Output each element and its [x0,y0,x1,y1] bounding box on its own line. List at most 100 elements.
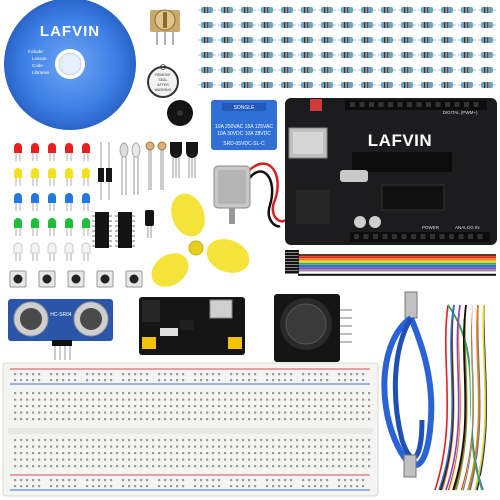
ic-pin [132,215,135,217]
breadboard-hole [344,445,347,448]
breadboard-hole [98,465,101,468]
breadboard-hole [260,445,263,448]
breadboard-hole [218,465,221,468]
breadboard-hole [122,479,125,482]
breadboard-hole [140,465,143,468]
breadboard-hole [176,411,179,414]
breadboard-hole [230,379,233,382]
resistor [198,37,216,43]
ultrasonic-sensor: HC-SR04 [8,299,113,360]
resistor [298,52,316,58]
breadboard-hole [326,418,329,421]
breadboard-hole [86,373,89,376]
breadboard-hole [140,418,143,421]
breadboard-hole [356,485,359,488]
breadboard-hole [44,458,47,461]
buzzer-label: WASHING [155,88,172,92]
breadboard-hole [14,452,17,455]
breadboard-hole [68,405,71,408]
power-supply-module [139,297,245,355]
breadboard-hole [242,411,245,414]
header-pin [382,234,388,239]
relay-module: SONGLE 10A 250VAC 15A 125VAC 10A 30VDC 1… [211,100,277,150]
breadboard-hole [50,405,53,408]
led [81,242,91,261]
breadboard-hole [152,452,155,455]
breadboard-hole [356,445,359,448]
breadboard-hole [362,398,365,401]
breadboard-hole [326,452,329,455]
breadboard-hole [56,373,59,376]
breadboard-hole [362,445,365,448]
breadboard-hole [284,485,287,488]
breadboard-hole [140,379,143,382]
resistor [378,37,396,43]
breadboard-hole [26,418,29,421]
breadboard-hole [362,485,365,488]
breadboard-hole [290,452,293,455]
breadboard-hole [134,452,137,455]
breadboard-hole [32,405,35,408]
breadboard-hole [86,439,89,442]
breadboard-hole [296,452,299,455]
breadboard-hole [344,479,347,482]
breadboard-hole [14,373,17,376]
breadboard-hole [68,411,71,414]
breadboard-hole [158,411,161,414]
ribbon-connector [285,271,299,274]
ribbon-wire [298,267,496,270]
breadboard-hole [344,439,347,442]
breadboard-hole [98,379,101,382]
breadboard-hole [362,458,365,461]
diodes [98,142,112,200]
breadboard-hole [194,479,197,482]
breadboard-hole [14,439,17,442]
breadboard-hole [14,398,17,401]
jumper-ribbon-cable [285,250,496,276]
breadboard-hole [230,452,233,455]
breadboard-hole [98,439,101,442]
breadboard-hole [38,485,41,488]
resistor [318,37,336,43]
breadboard-hole [146,485,149,488]
ic-pin [115,230,118,232]
breadboard-hole [254,418,257,421]
breadboard-hole [14,379,17,382]
breadboard-hole [44,418,47,421]
breadboard-hole [332,418,335,421]
breadboard-hole [284,465,287,468]
breadboard-hole [134,479,137,482]
breadboard-hole [134,392,137,395]
breadboard-hole [236,405,239,408]
breadboard-hole [146,445,149,448]
breadboard-hole [158,373,161,376]
breadboard-hole [116,458,119,461]
breadboard-hole [20,392,23,395]
capacitor [145,210,154,238]
breadboard-hole [242,479,245,482]
breadboard-hole [302,485,305,488]
breadboard-hole [74,465,77,468]
breadboard-hole [230,405,233,408]
breadboard-hole [92,379,95,382]
breadboard-hole [92,445,95,448]
ribbon-connector [285,259,299,262]
breadboard-hole [230,392,233,395]
breadboard-hole [176,465,179,468]
breadboard-hole [224,411,227,414]
resistor [258,52,276,58]
breadboard-hole [236,479,239,482]
breadboard-hole [230,398,233,401]
resistor [358,82,376,88]
breadboard-hole [326,445,329,448]
breadboard-hole [200,458,203,461]
breadboard-hole [332,439,335,442]
breadboard-hole [122,398,125,401]
breadboard-hole [314,398,317,401]
breadboard-hole [368,458,371,461]
breadboard-hole [218,373,221,376]
breadboard-hole [230,418,233,421]
breadboard-hole [278,405,281,408]
breadboard-hole [254,485,257,488]
breadboard-hole [194,373,197,376]
